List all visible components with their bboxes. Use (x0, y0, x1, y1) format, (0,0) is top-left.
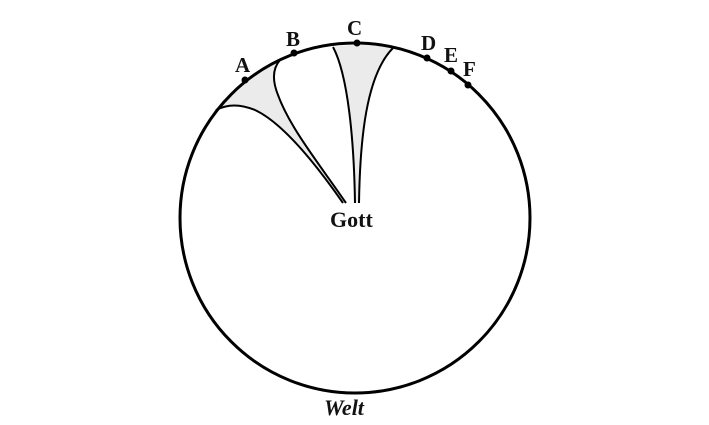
point-c-dot (353, 39, 361, 47)
shaded-region-ab (216, 60, 346, 203)
curve-inner-b (273, 59, 347, 204)
gott-label: Gott (330, 207, 373, 232)
point-d-dot (423, 54, 431, 62)
point-c-label: C (347, 16, 362, 40)
shaded-region-c (333, 44, 393, 203)
point-f-dot (464, 81, 472, 89)
point-e-label: E (444, 43, 458, 67)
curve-c-left (332, 46, 356, 204)
point-f-label: F (463, 57, 476, 81)
point-b-label: B (286, 27, 300, 51)
point-a-dot (241, 76, 249, 84)
welt-label: Welt (324, 395, 365, 420)
point-b-dot (290, 49, 298, 57)
curve-c-right (358, 47, 394, 204)
point-e-dot (447, 67, 455, 75)
point-d-label: D (421, 31, 436, 55)
curve-lower-left (215, 104, 344, 204)
point-a-label: A (235, 53, 251, 77)
